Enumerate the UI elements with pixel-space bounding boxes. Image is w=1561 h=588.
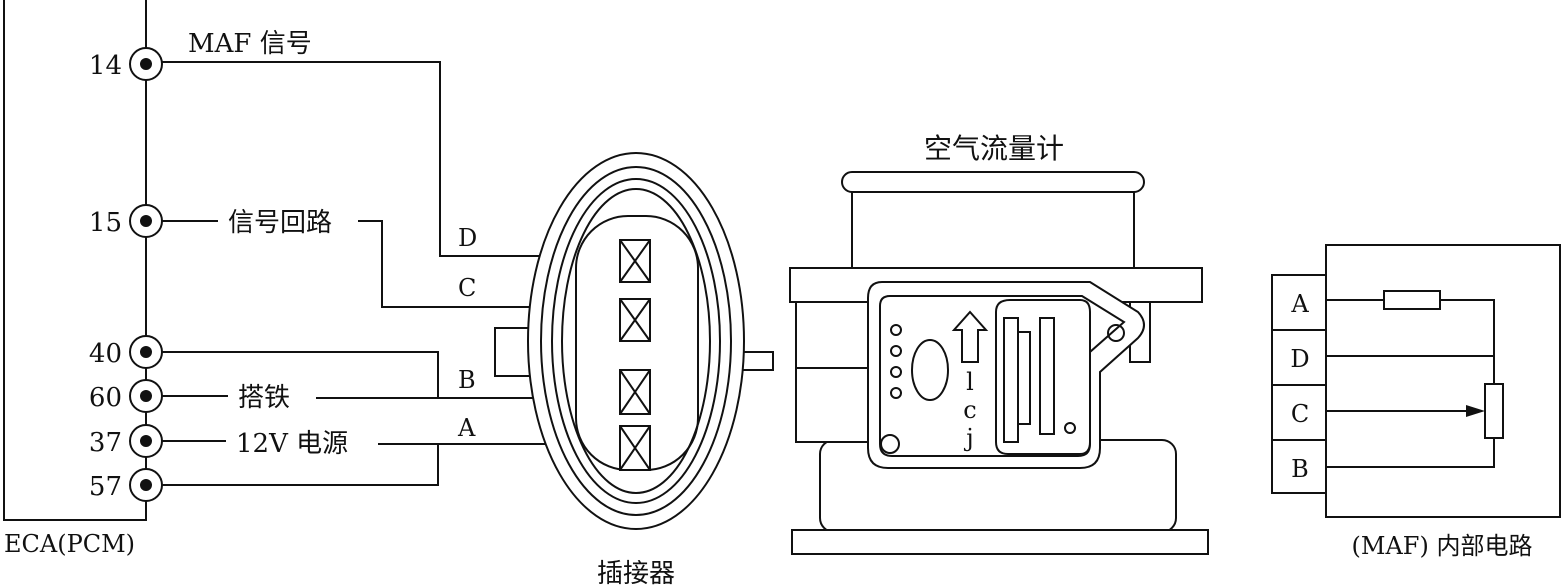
meter-title: 空气流量计	[924, 132, 1064, 165]
meter-mark-l: l	[966, 368, 974, 396]
connector-label: 插接器	[597, 559, 675, 588]
internal-pin-c: C	[1291, 400, 1309, 428]
wiper-arrow-icon	[1466, 405, 1485, 417]
resistor-symbol	[1383, 290, 1441, 310]
ecu-pin-40-label: 40	[89, 339, 122, 369]
meter-mark-c: c	[963, 396, 976, 424]
ecu-pin-40-terminal	[129, 335, 163, 369]
signal-return-label: 信号回路	[228, 208, 332, 238]
ecu-pin-57-terminal	[129, 468, 163, 502]
ecu-pin-60-label: 60	[89, 383, 122, 413]
power-label: 12V 电源	[236, 429, 348, 459]
wire-label-d: D	[458, 224, 477, 252]
air-flow-meter: 空气流量计 l c j	[789, 132, 1209, 555]
maf-signal-label: MAF 信号	[188, 29, 312, 59]
ecu-pin-15-label: 15	[89, 208, 122, 238]
ecu-label: ECA(PCM)	[4, 530, 135, 558]
connector-pin-c	[619, 298, 651, 342]
flow-arrow-icon	[951, 310, 989, 363]
ecu-pin-37-terminal	[129, 424, 163, 458]
wire-label-a: A	[457, 414, 476, 442]
connector-pin-b	[619, 369, 651, 415]
wire-label-b: B	[458, 366, 476, 394]
internal-pin-a: A	[1290, 290, 1309, 318]
meter-mark-j: j	[963, 424, 973, 452]
wiring: MAF 信号 信号回路 搭铁 12V 电源 D C B A	[162, 29, 620, 486]
internal-pin-b: B	[1291, 455, 1309, 483]
wire-maf-signal	[162, 61, 620, 257]
ecu-pin-60-terminal	[129, 379, 163, 413]
ecu-module: 14 15 40 60 37 57 ECA(PCM)	[3, 0, 163, 558]
ecu-pin-14-label: 14	[89, 51, 122, 81]
maf-internal-circuit: A D C B (MAF) 内部电路	[1271, 244, 1561, 560]
internal-circuit-label: (MAF) 内部电路	[1352, 532, 1533, 560]
ecu-pin-14-terminal	[129, 47, 163, 81]
ecu-pin-15-terminal	[129, 204, 163, 238]
internal-pin-d: D	[1290, 345, 1309, 373]
wire-label-c: C	[458, 274, 476, 302]
potentiometer-symbol	[1484, 383, 1504, 439]
wire-pin-57	[162, 444, 439, 486]
connector-pin-d	[619, 239, 651, 283]
ecu-pin-37-label: 37	[89, 428, 122, 458]
ecu-pin-57-label: 57	[89, 472, 122, 502]
connector-pin-a	[619, 425, 651, 471]
ground-label: 搭铁	[238, 383, 290, 413]
resistor-branch	[1326, 299, 1495, 384]
wire-pin-40	[162, 351, 439, 398]
connector: 插接器	[494, 152, 774, 588]
wire-signal-return	[358, 220, 620, 308]
